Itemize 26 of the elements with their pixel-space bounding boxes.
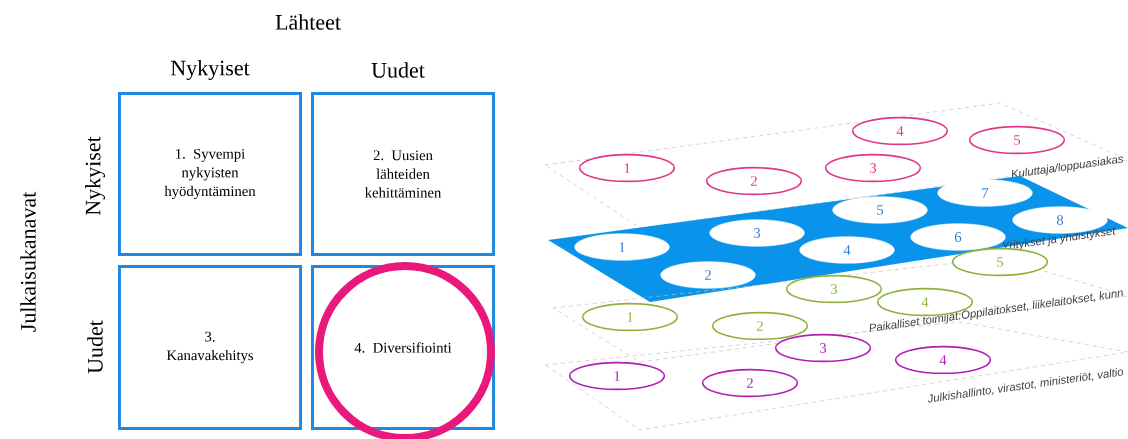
oval: 2 [705,166,803,196]
oval: 3 [785,274,883,304]
matrix-cell: 1. Syvempi nykyisten hyödyntäminen [118,92,302,256]
oval: 1 [574,233,670,261]
oval: 1 [568,361,666,391]
oval: 4 [799,236,895,264]
oval: 5 [832,196,928,224]
oval: 1 [578,153,676,183]
oval: 4 [894,345,992,375]
oval: 7 [937,179,1033,207]
oval: 2 [701,368,799,398]
axis-label: Lähteet [275,14,341,30]
oval: 3 [824,153,922,183]
oval: 2 [660,261,756,289]
oval: 2 [711,311,809,341]
axis-label: Nykyiset [170,60,250,80]
axis-label: Nykyiset [85,136,105,216]
oval: 4 [851,116,949,146]
axis-label: Julkaisukanavat [20,191,36,332]
matrix-cell: 3. Kanavakehitys [118,265,302,430]
oval: 3 [774,333,872,363]
oval: 1 [581,302,679,332]
matrix-cell: 2. Uusien lähteiden kehittäminen [311,92,495,256]
oval: 3 [709,219,805,247]
matrix-cell: 4. Diversifiointi [311,265,495,430]
oval: 5 [968,125,1066,155]
